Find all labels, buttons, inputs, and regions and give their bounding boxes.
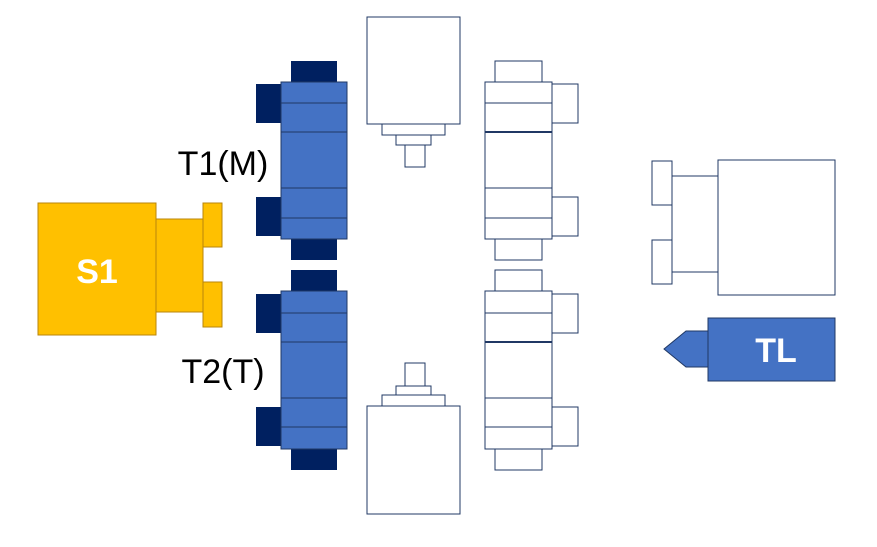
lower-outline-body xyxy=(484,290,553,450)
lower-outline-side-upper xyxy=(551,293,579,334)
s1-jaw-lower xyxy=(202,281,223,328)
t2-label: T2(T) xyxy=(181,353,264,391)
upper-holder-flange xyxy=(395,134,432,146)
t2-top-cap xyxy=(291,270,337,291)
s1-label: S1 xyxy=(76,253,118,291)
lower-holder-body xyxy=(366,405,461,515)
t1-body xyxy=(280,81,348,240)
t1-label: T1(M) xyxy=(178,145,269,183)
lower-holder-collar xyxy=(381,394,446,407)
upper-outline-side-upper xyxy=(551,83,579,124)
t2-side-block-upper xyxy=(256,294,283,333)
lower-holder-flange xyxy=(395,385,432,396)
upper-turret-outline xyxy=(484,60,579,261)
upper-holder-tip xyxy=(404,144,426,168)
s1-spindle: S1 xyxy=(37,202,223,336)
t2-bottom-cap xyxy=(291,449,337,470)
lower-tool-holder-outline xyxy=(366,362,461,515)
sub-spindle-neck xyxy=(671,175,719,273)
sub-spindle-outline xyxy=(651,159,836,296)
t2-turret: T2(T) xyxy=(181,270,348,470)
t1-side-block-upper xyxy=(256,84,283,123)
s1-neck xyxy=(155,218,204,313)
upper-outline-top-cap xyxy=(494,60,543,83)
t2-side-block-lower xyxy=(256,407,283,446)
s1-jaw-upper xyxy=(202,202,223,248)
t1-turret: T1(M) xyxy=(178,61,348,260)
sub-spindle-jaw-lower xyxy=(651,239,673,285)
sub-spindle-jaw-upper xyxy=(651,160,673,206)
s1-body xyxy=(37,202,157,336)
tl-body xyxy=(707,317,836,382)
upper-outline-body xyxy=(484,81,553,240)
t1-side-block-lower xyxy=(256,197,283,236)
upper-holder-collar xyxy=(381,123,446,136)
t1-bottom-cap xyxy=(291,239,337,260)
lower-outline-side-lower xyxy=(551,406,579,447)
lower-outline-bottom-cap xyxy=(494,448,543,471)
upper-tool-holder-outline xyxy=(366,16,461,168)
tl-label: TL xyxy=(755,332,797,370)
sub-spindle-body xyxy=(717,159,836,296)
upper-outline-side-lower xyxy=(551,196,579,237)
tl-center-tip xyxy=(663,330,709,368)
upper-outline-bottom-cap xyxy=(494,238,543,261)
lower-turret-outline xyxy=(484,269,579,471)
upper-holder-body xyxy=(366,16,461,125)
tl-tailstock: TL xyxy=(663,317,836,382)
t2-body xyxy=(280,290,348,450)
lower-outline-top-cap xyxy=(494,269,543,292)
t1-top-cap xyxy=(291,61,337,82)
lower-holder-tip xyxy=(404,362,426,387)
